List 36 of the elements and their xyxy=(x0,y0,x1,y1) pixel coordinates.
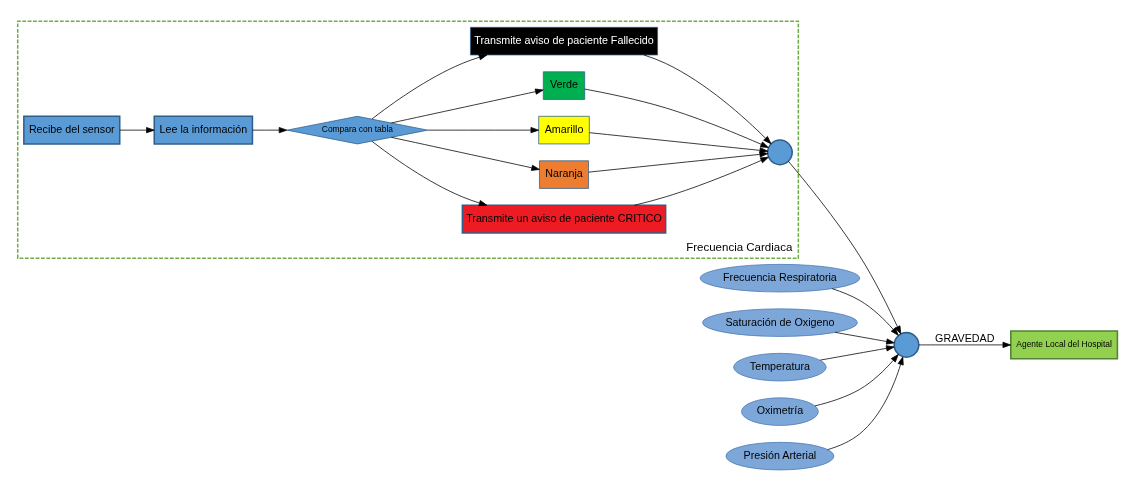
node-box: Lee la información xyxy=(153,115,254,145)
arrow xyxy=(834,331,895,345)
node-ellipse: Frecuencia Respiratoria xyxy=(699,263,861,293)
arrow xyxy=(633,156,769,206)
arrow xyxy=(819,345,895,361)
arrow xyxy=(252,127,288,134)
arrow xyxy=(814,354,899,407)
node-box: Verde xyxy=(542,71,586,100)
arrow xyxy=(371,54,488,120)
arrow xyxy=(918,341,1011,348)
node-box: Transmite un aviso de paciente CRITICO xyxy=(461,204,667,234)
node-box: Amarillo xyxy=(538,115,590,145)
node-box: Transmite aviso de paciente Fallecido xyxy=(470,26,658,56)
arrow xyxy=(390,88,544,124)
node-box: Naranja xyxy=(539,160,589,189)
node-ellipse: Oximetría xyxy=(741,397,819,426)
node-box: Agente Local del Hospital xyxy=(1010,330,1119,360)
node-circle xyxy=(766,139,793,166)
node-circle xyxy=(893,331,920,358)
node-box: Recibe del sensor xyxy=(23,115,121,145)
arrow xyxy=(427,127,539,134)
arrow xyxy=(588,151,768,173)
node-ellipse: Saturación de Oxigeno xyxy=(702,308,858,337)
arrow xyxy=(643,54,772,145)
arrow xyxy=(390,136,540,171)
arrow xyxy=(371,140,488,207)
arrow xyxy=(788,161,902,335)
arrow xyxy=(588,132,769,154)
arrow xyxy=(831,288,899,336)
node-ellipse: Temperatura xyxy=(733,352,827,382)
node-ellipse: Presión Arterial xyxy=(725,441,835,471)
arrow xyxy=(827,356,904,450)
node-diamond: Compara con tabla xyxy=(286,115,429,145)
arrow xyxy=(584,88,769,148)
edge-label: GRAVEDAD xyxy=(935,331,995,344)
arrow xyxy=(119,127,155,134)
